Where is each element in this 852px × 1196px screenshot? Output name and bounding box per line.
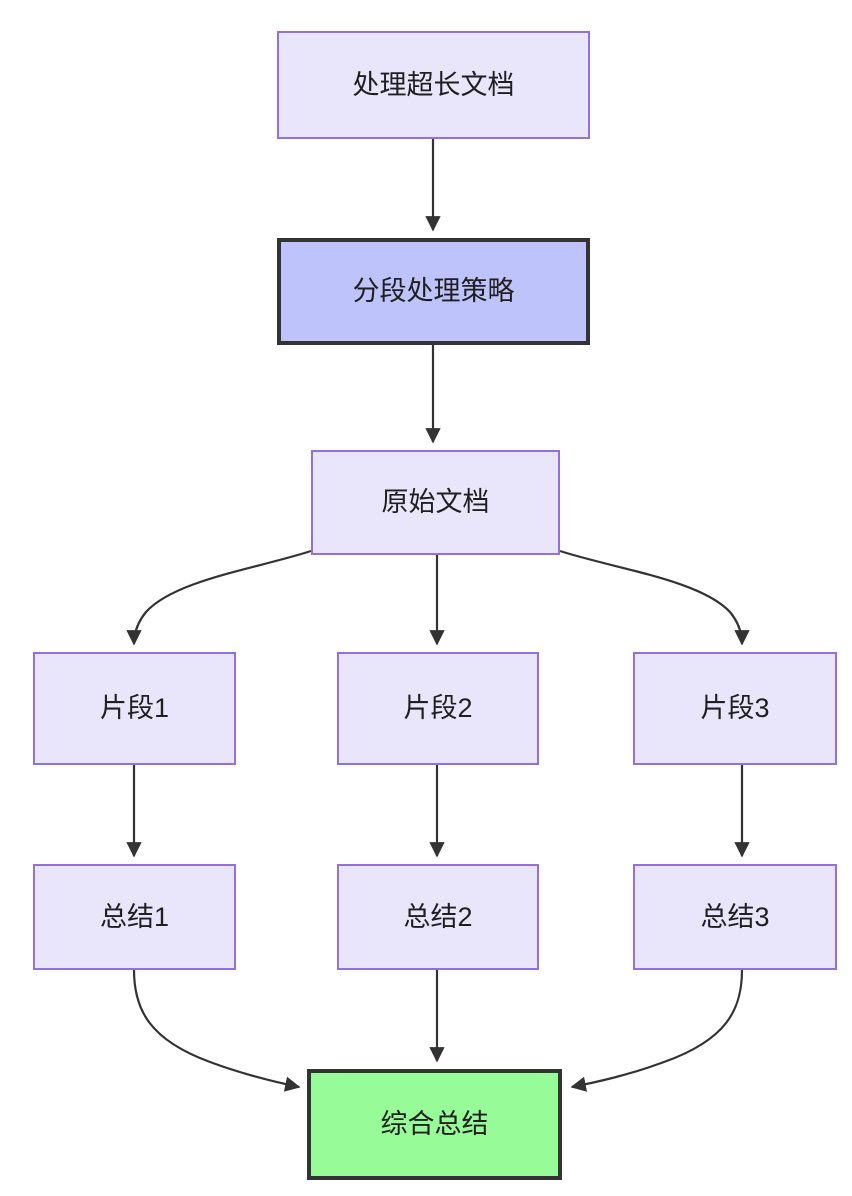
node-label: 处理超长文档 (352, 69, 515, 100)
node-label: 总结1 (99, 901, 170, 932)
edge-source-to-fragment1 (126, 549, 312, 646)
node-summary-1[interactable]: 总结1 (33, 864, 236, 970)
node-process-long-document[interactable]: 处理超长文档 (277, 31, 590, 139)
node-fragment-3[interactable]: 片段3 (633, 652, 837, 765)
node-chunking-strategy[interactable]: 分段处理策略 (277, 238, 590, 345)
node-label: 片段3 (700, 693, 770, 724)
node-source-document[interactable]: 原始文档 (311, 450, 560, 555)
node-label: 总结2 (403, 901, 473, 932)
node-label: 片段2 (403, 693, 473, 724)
node-combined-summary[interactable]: 综合总结 (307, 1069, 562, 1180)
node-summary-3[interactable]: 总结3 (633, 864, 837, 970)
node-fragment-1[interactable]: 片段1 (33, 652, 236, 765)
node-label: 分段处理策略 (352, 276, 515, 307)
node-label: 片段1 (99, 693, 170, 724)
edge-summary1-to-final (132, 969, 301, 1092)
node-label: 综合总结 (380, 1109, 489, 1140)
node-fragment-2[interactable]: 片段2 (337, 652, 539, 765)
edge-summary3-to-final (570, 969, 744, 1092)
node-label: 总结3 (700, 901, 770, 932)
edge-source-to-fragment3 (559, 549, 750, 646)
node-summary-2[interactable]: 总结2 (337, 864, 539, 970)
node-label: 原始文档 (381, 487, 490, 518)
